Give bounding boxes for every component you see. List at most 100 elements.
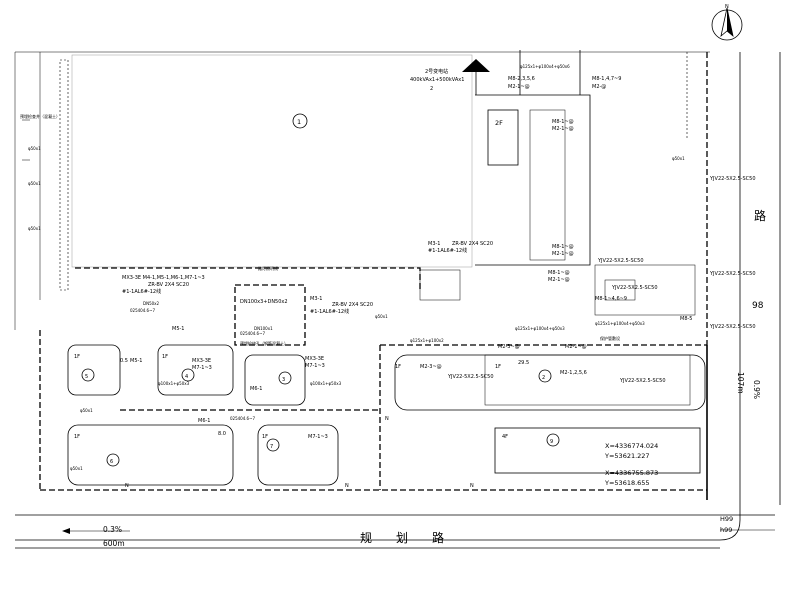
floor-1f-a: 1F [74,354,80,360]
building-7: 7 1F M7-1~3 [257,424,339,486]
road-h99a: H99 [720,515,733,523]
cable-mx: MX3-3E M4-1,M5-1,M6-1,M7-1~3 [122,275,205,281]
road-grade-1: 0.3% [103,525,122,534]
floor-2f: 2F [495,119,503,127]
building-5-number: 5 [85,374,88,380]
cable-m23b: M2-3~@ [420,364,442,370]
cable-al2: #1-1AL6#-12线 [122,288,161,295]
building-4-number: 4 [185,374,188,380]
note-2: 保护管敷设 [600,335,620,341]
building-6: 6 1F M6-1 8.0 [67,418,234,486]
left-phi-3: φ50x1 [28,226,41,231]
left-note-1: 预埋检查井（混凝土） [20,113,60,119]
lamp-label: 路灯照明线 [258,265,278,271]
road-grade-2: 0.9% [752,380,761,399]
cable-m3: M3-1 [428,241,440,247]
east-phi: φ50x1 [672,156,685,161]
cable-025c: 025404.6~7 [230,416,255,421]
top-cables: M8-2,3,5,6 M2-1~@ M8-1,4,7~9 M2-@ φ125x1… [508,50,621,257]
cable-m23: M2-3~@ [498,344,520,350]
cable-dn100: DN100x1 [254,326,273,331]
cable-phi125: φ125x1+φ100x4+φ50x3 [515,326,565,331]
cable-m21: M2-1~@ [565,344,587,350]
trunk-n-1: N [125,483,129,489]
cable-m2256: M2-1,2,5,6 [560,370,587,376]
cable-yjv-6: YJV22-5X2.5-SC50 [447,374,494,380]
floor-1f-c: 1F [74,434,80,440]
cable-al3: #1-1AL6#-12线 [310,308,349,315]
cable-80: 8.0 [218,431,226,437]
cable-dn50: DN50x2 [143,301,160,306]
mid-phi-b: φ50x1 [80,408,93,413]
road-len-1: 600m [103,539,125,548]
cable-m2a: M2-1~@ [508,84,530,90]
building-4: 4 1F M5-1 MX3-3E M7-1~3 [157,326,234,396]
cable-m7: M7-1~3 [305,363,325,369]
east-duct: φ50x1 YJV22-5X2.5-SC50 YJV22-5X2.5-SC50 … [672,52,766,500]
floor-1f-b: 1F [162,354,168,360]
floor-1f-e: 1F [395,364,401,370]
cable-dn: DN100x3+DN50x2 [240,299,288,305]
road-south-name: 规 划 路 [360,530,444,545]
building-7-number: 7 [270,444,273,450]
cable-m2b: M2-@ [592,84,606,90]
coord-x2: X=4336755.873 [605,469,658,477]
building-3-number: 3 [282,377,285,383]
road-east-name: 路 [754,208,766,223]
building-3: 3 MX3-3E M7-1~3 M6-1 [244,354,325,406]
mid-phi: φ50x1 [375,314,388,319]
cable-m8a: M8-2,3,5,6 [508,76,535,82]
building-9-number: 9 [550,439,553,445]
cable-m2c: M2-1~@ [552,126,574,132]
cable-yjv-5: YJV22-5X2.5-SC50 [611,285,658,291]
cable-yjv-2: YJV22-5X2.5-SC50 [709,271,756,277]
cable-m61: M6-1 [250,386,262,392]
cable-al1: #1-1AL6#-12线 [428,247,467,254]
cable-m71: M7-1~3 [192,365,212,371]
cable-phi100: φ100x1+φ50x3 [158,381,190,386]
road-h99b: h99 [720,526,732,534]
cable-295: 29.5 [518,360,529,366]
building-2-number: 2 [542,375,545,381]
floor-4f: 4F [502,434,508,440]
cable-zr1: ZR-BV 2X4 SC20 [452,241,493,247]
left-phi-2: φ50x1 [28,181,41,186]
floor-1f-d: 1F [262,434,268,440]
south-phi: φ50x1 [70,466,83,471]
coord-y1: Y=53621.227 [604,452,650,460]
cable-yjv-1: YJV22-5X2.5-SC50 [709,176,756,182]
mid-labels: 025404.6~7 025404.6~7 025404.6~7 φ100x1+… [80,301,666,421]
trunk-n-3: N [470,483,474,489]
cable-phi125c: φ125x1+φ100x4+φ50x6 [520,64,570,69]
cable-0254b: 025404.6~7 [240,331,265,336]
cable-mx33b: MX3-3E [305,356,324,362]
cable-m8b: M8-1,4,7~9 [592,76,621,82]
building-2f-top: 2F [475,94,591,266]
cable-zr2: ZR-BV 2X4 SC20 [148,282,189,288]
left-boundary-marks: 预埋检查井（混凝土） φ50x1 φ50x1 φ50x1 [20,52,69,300]
site-boundary [14,51,781,549]
left-phi-1: φ50x1 [28,146,41,151]
building-6-number: 6 [110,459,113,465]
cable-m62: M6-1 [198,418,210,424]
road-98: 98 [752,301,764,311]
cable-m71b: M7-1~3 [308,434,328,440]
cable-m31: M3-1 [310,296,322,302]
building-right-rooms: YJV22-5X2.5-SC50 YJV22-5X2.5-SC50 M8-1~4… [548,258,696,322]
building-1-number: 1 [297,118,301,126]
cable-phi125b: φ125x1+φ100x4+φ50x3 [595,321,645,326]
cable-mx33: MX3-3E [192,358,211,364]
cable-phi125d: φ125x1+φ100x2 [410,338,444,343]
cable-m8c: M8-1~@ [552,119,574,125]
cable-yjv-7: YJV22-5X2.5-SC50 [619,378,666,384]
note-1: 预埋检修孔（钢筋混凝土） [240,340,288,346]
cable-m2d: M2-1~@ [552,251,574,257]
transformer-name: 2号变电站 [425,68,448,75]
south-road: 0.3% 600m 规 划 路 H99 h99 [62,515,733,548]
cable-025: 025404.6~7 [130,308,155,313]
cable-m2e: M2-1~@ [548,277,570,283]
coord-y2: Y=53618.655 [604,479,650,487]
transformer-count: 2 [430,86,433,92]
trunk-n-4: N [385,416,389,422]
building-9: 9 4F X=4336774.024 Y=53621.227 X=4336755… [494,427,701,487]
